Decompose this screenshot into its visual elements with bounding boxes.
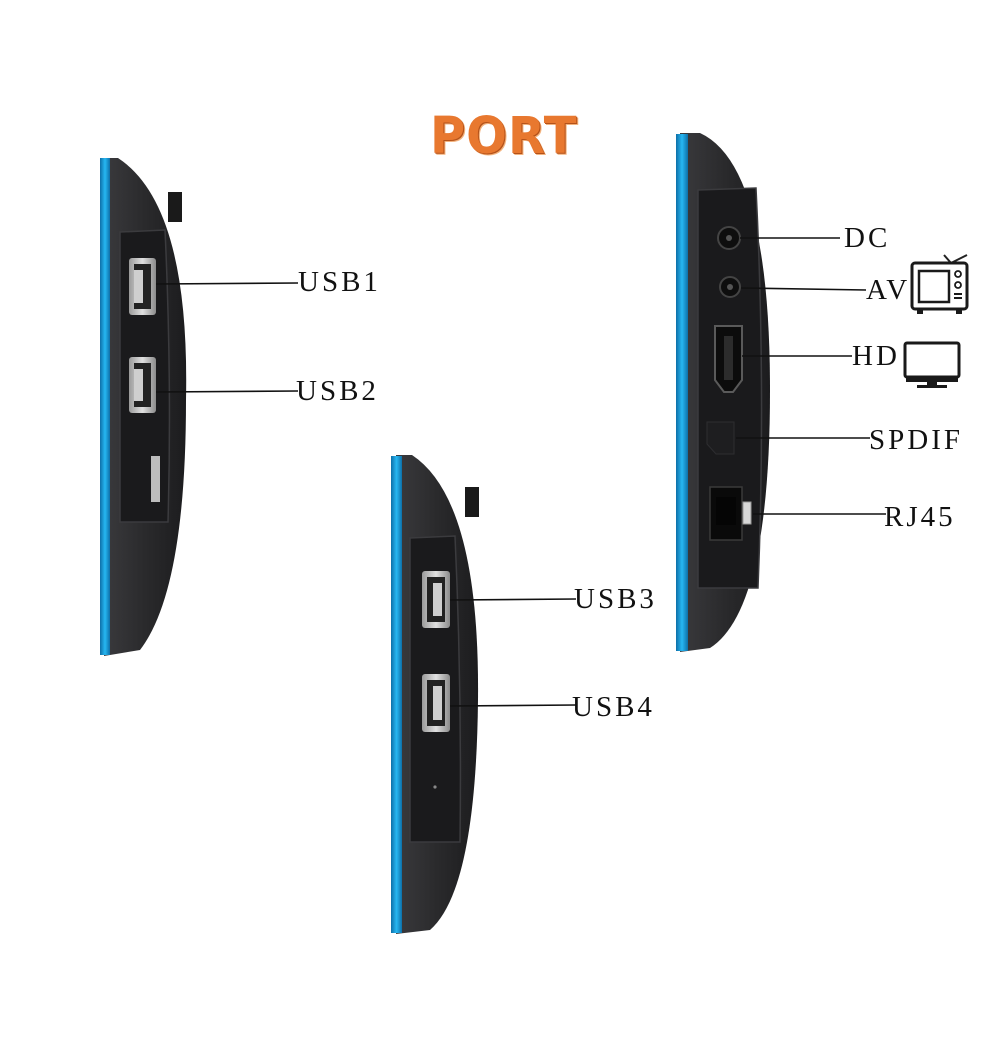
spdif-label: SPDIF	[869, 424, 963, 456]
av-jack-icon	[719, 276, 741, 298]
leader-lines	[155, 237, 886, 707]
dc-label: DC	[844, 222, 891, 254]
av-label: AV	[866, 274, 911, 306]
page-title: PORT	[430, 106, 578, 166]
card-slot-icon	[151, 456, 160, 502]
hdmi-port-icon	[714, 325, 743, 393]
ethernet-port-icon	[709, 486, 752, 541]
usb3-leader-line	[449, 598, 577, 601]
hd-label: HD	[852, 340, 900, 372]
device-left	[100, 158, 187, 656]
usb2-leader-line	[155, 390, 299, 393]
monitor-icon	[903, 341, 961, 388]
device-right	[676, 133, 770, 652]
usb3-port-icon	[422, 571, 450, 628]
usb2-port-icon	[129, 357, 156, 413]
usb4-leader-line	[449, 704, 577, 707]
usb1-label: USB1	[298, 266, 381, 298]
spdif-port-icon	[706, 421, 735, 455]
usb1-port-icon	[129, 258, 156, 315]
usb3-label: USB3	[574, 583, 657, 615]
rj45-label: RJ45	[884, 501, 956, 533]
usb4-port-icon	[422, 674, 450, 732]
tv-icon	[910, 254, 969, 314]
reset-hole-icon	[433, 785, 437, 789]
av-leader-line	[740, 287, 867, 291]
device-middle	[391, 455, 479, 934]
usb1-leader-line	[155, 282, 299, 285]
dc-jack-icon	[717, 226, 741, 250]
usb4-label: USB4	[572, 691, 655, 723]
usb2-label: USB2	[296, 375, 379, 407]
